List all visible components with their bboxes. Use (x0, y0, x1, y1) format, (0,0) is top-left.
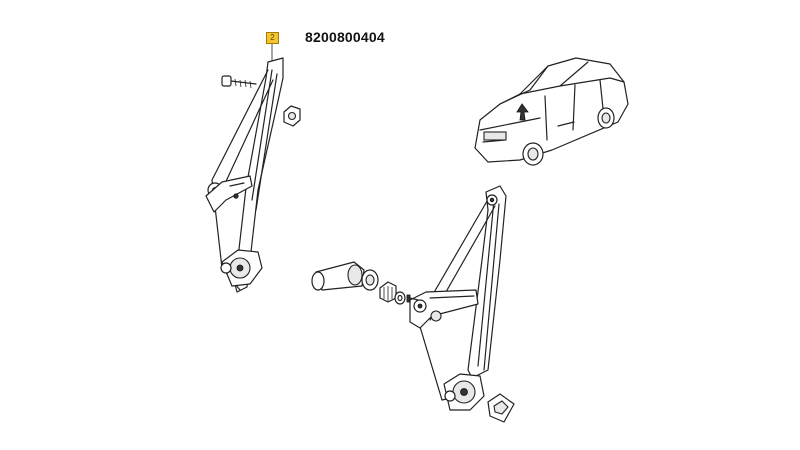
reference-tag: 2 (266, 32, 279, 44)
part-number-label: 8200800404 (305, 29, 385, 45)
crank-knob (311, 271, 325, 291)
spline-hub (379, 281, 397, 303)
crank-screw (406, 294, 419, 303)
slider-bracket (409, 289, 479, 329)
car-location-thumbnail (474, 57, 629, 166)
right-window-regulator (409, 185, 515, 423)
car-grille (483, 131, 507, 141)
mounting-bolt (221, 75, 257, 89)
regulator-rail (467, 185, 507, 379)
slider-bracket (205, 175, 253, 213)
location-arrow-icon (516, 103, 529, 121)
left-window-regulator (205, 57, 301, 293)
mounting-nut (283, 105, 301, 127)
window-crank-handle (311, 261, 419, 305)
retaining-clip (487, 393, 515, 423)
